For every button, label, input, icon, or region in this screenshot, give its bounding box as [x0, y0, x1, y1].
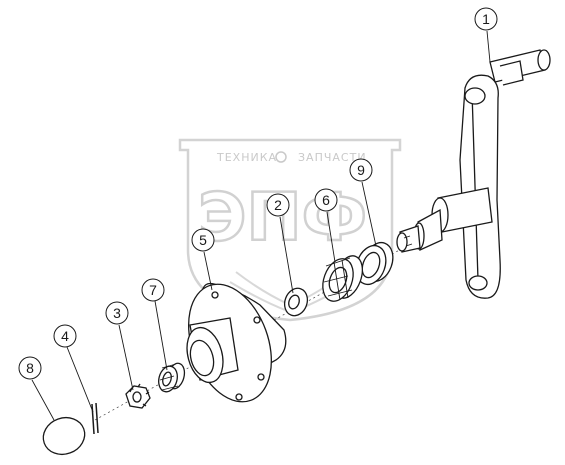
svg-text:6: 6 [322, 192, 330, 208]
part-8-cap [42, 416, 86, 456]
svg-text:1: 1 [482, 11, 490, 27]
part-5-hub [186, 282, 287, 403]
leader-lines [31, 30, 491, 421]
svg-text:4: 4 [61, 328, 69, 344]
svg-text:9: 9 [357, 162, 365, 178]
callout-3: 3 [105, 301, 129, 325]
part-1-arm [396, 49, 551, 299]
callout-8: 8 [18, 356, 42, 380]
callout-7: 7 [141, 278, 165, 302]
part-4-cotter-pin [91, 402, 99, 435]
svg-text:3: 3 [113, 305, 121, 321]
svg-text:5: 5 [199, 232, 207, 248]
watermark-wheat-left [229, 271, 289, 311]
part-7-bearing [158, 362, 186, 393]
callout-2: 2 [266, 193, 290, 217]
callout-6: 6 [314, 188, 338, 212]
svg-text:8: 8 [26, 360, 34, 376]
callout-1: 1 [474, 7, 498, 31]
svg-text:7: 7 [149, 282, 157, 298]
callout-9: 9 [349, 158, 373, 182]
part-6-bearing [322, 255, 363, 302]
part-2-washer [283, 287, 309, 317]
callout-4: 4 [53, 324, 77, 348]
callout-5: 5 [191, 228, 215, 252]
watermark-text-right: ЗАПЧАСТИ [298, 151, 367, 164]
watermark-gear-icon [275, 151, 287, 163]
part-3-castle-nut [125, 383, 151, 409]
watermark-logo: ЭПФ [198, 179, 367, 256]
watermark-text-left: ТЕХНИКА [216, 151, 277, 164]
part-9-seal [355, 241, 394, 286]
svg-text:2: 2 [274, 197, 282, 213]
